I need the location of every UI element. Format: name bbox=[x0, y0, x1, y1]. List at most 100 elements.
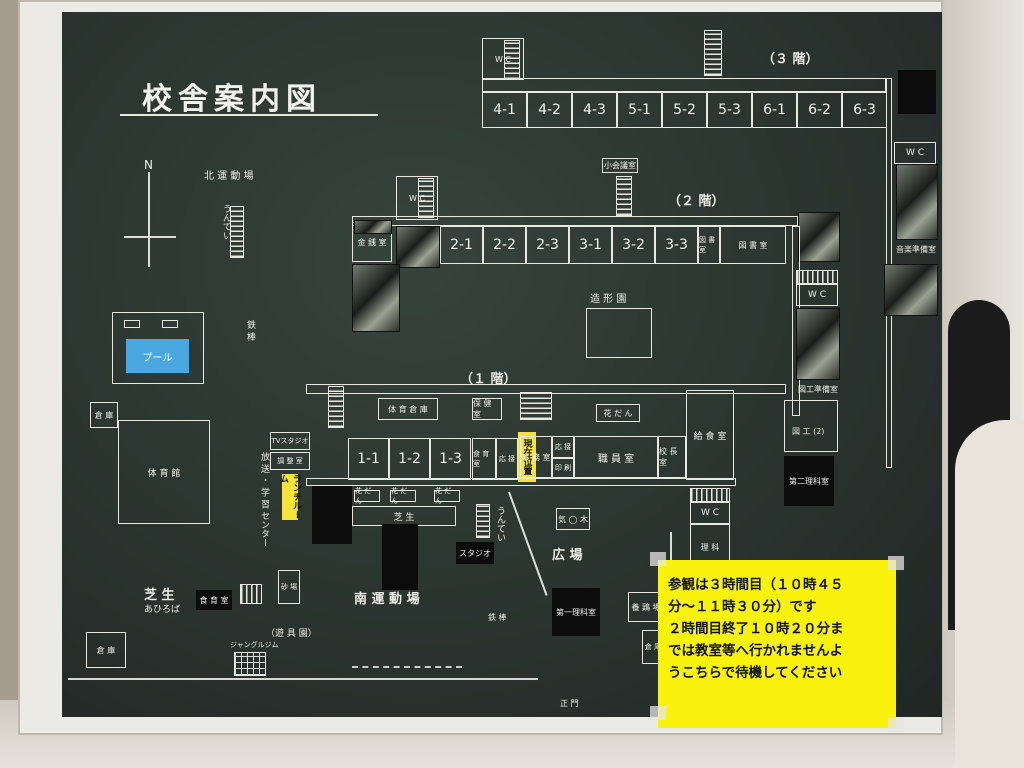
room-1f-right: 食 育 室 bbox=[472, 438, 496, 480]
chalkboard-map: 校舎案内図 N （３ 階） W C W C 音楽準備室 （２ 階） W C 小会… bbox=[62, 12, 942, 717]
wc-2f: W C bbox=[396, 176, 438, 220]
person-foreground bbox=[955, 420, 1024, 768]
wc-2f-east: W C bbox=[796, 284, 838, 306]
music-prep-label: 音楽準備室 bbox=[896, 245, 936, 254]
stairs-2f-east bbox=[796, 270, 838, 284]
print-room: 印 刷 bbox=[552, 458, 574, 478]
lawn-left-label: 芝 生 bbox=[144, 588, 175, 603]
iron-bar-south-label: 鉄 棒 bbox=[488, 613, 507, 622]
black-tag-1 bbox=[312, 486, 352, 544]
art-room-box bbox=[784, 400, 838, 452]
pool: プール bbox=[126, 339, 189, 373]
tape-top-left bbox=[650, 552, 666, 566]
staff-room: 職 員 室 bbox=[574, 436, 658, 478]
kitchen: 給 食 室 bbox=[686, 390, 734, 480]
photo-2f-5 bbox=[796, 308, 840, 380]
flowerbed-1: 花 だ ん bbox=[354, 487, 380, 505]
classroom-rooms2-3: 3-1 bbox=[569, 226, 612, 264]
monkey-bars-icon bbox=[230, 206, 244, 258]
notice-card: 参観は３時間目（１０時４５ 分～１１時３０分）です ２時間目終了１０時２０分ま … bbox=[658, 560, 896, 728]
classroom-rooms3-0: 4-1 bbox=[482, 92, 527, 128]
notice-line-5: うこちらで待機してください bbox=[668, 665, 843, 681]
stairs-1f-left bbox=[328, 386, 344, 428]
classroom-rooms3-8: 6-3 bbox=[842, 92, 887, 128]
stairs-1f-mid bbox=[520, 392, 552, 420]
classroom-rooms2-5: 3-3 bbox=[655, 226, 698, 264]
jungle-gym-icon bbox=[234, 652, 266, 676]
monkey-bars-label: うんてい bbox=[495, 506, 505, 542]
classroom-rooms2-1: 2-2 bbox=[483, 226, 526, 264]
room-1f-right2: 応 接 bbox=[496, 438, 518, 480]
current-position-marker[interactable]: 現在位置 bbox=[518, 432, 536, 482]
photo-east-1 bbox=[896, 164, 938, 240]
classroom-rooms3-4: 5-2 bbox=[662, 92, 707, 128]
photo-2f-4 bbox=[352, 264, 400, 332]
plaza-outline bbox=[508, 491, 548, 596]
black-tag-lawn: 食 育 室 bbox=[196, 590, 232, 610]
north-field-label: 北 運 動 場 bbox=[204, 171, 254, 182]
tape-bottom-left bbox=[650, 706, 666, 720]
plaza-label: 広 場 bbox=[552, 548, 583, 563]
art-prep-label: 図工準備室 bbox=[798, 385, 838, 394]
stairs-3f-mid bbox=[704, 30, 722, 76]
floor-3-label: （３ 階） bbox=[762, 52, 819, 67]
corridor-2f bbox=[352, 216, 798, 226]
bench-icon bbox=[240, 584, 262, 604]
pool-hut-1 bbox=[124, 320, 140, 328]
classroom-rooms2-2: 2-3 bbox=[526, 226, 569, 264]
art-room-label: 図 工 (2) bbox=[792, 427, 825, 436]
photo-2f-2 bbox=[396, 226, 440, 268]
tv-studio: TVスタジオ bbox=[270, 432, 310, 450]
compass-icon bbox=[148, 172, 150, 267]
tree-marker: 気 ◯ 木 bbox=[556, 508, 590, 530]
corridor-1f-lower bbox=[306, 478, 736, 486]
lawn-center: 芝 生 bbox=[352, 506, 456, 526]
storage-bottom-left: 倉 庫 bbox=[86, 632, 126, 668]
classroom-rooms3-7: 6-2 bbox=[797, 92, 842, 128]
tape-top-right bbox=[888, 556, 904, 570]
zoukei-garden-label: 造 形 園 bbox=[590, 294, 627, 305]
studio-tag: スタジオ bbox=[456, 542, 494, 564]
corridor-3f bbox=[482, 78, 886, 92]
wc-east-upper: W C bbox=[894, 142, 936, 164]
map-title: 校舎案内図 bbox=[142, 82, 322, 117]
photo-east-2 bbox=[884, 264, 938, 316]
classroom-rooms3-1: 4-2 bbox=[527, 92, 572, 128]
classroom-rooms3-5: 5-3 bbox=[707, 92, 752, 128]
title-underline bbox=[120, 114, 378, 116]
photo-2f-1 bbox=[354, 220, 392, 234]
whiteboard-frame: 校舎案内図 N （３ 階） W C W C 音楽準備室 （２ 階） W C 小会… bbox=[18, 0, 943, 735]
gym-storage: 体 育 倉 庫 bbox=[378, 398, 438, 420]
notice-line-1: 参観は３時間目（１０時４５ bbox=[668, 577, 844, 593]
jungle-gym-label: ジャングルジム bbox=[230, 641, 279, 649]
sandpit: 砂 場 bbox=[278, 570, 300, 604]
classroom-rooms3-6: 6-1 bbox=[752, 92, 797, 128]
stairs-1f-east bbox=[690, 488, 730, 502]
floor-2-label: （２ 階） bbox=[668, 194, 725, 209]
pool-area bbox=[112, 312, 204, 384]
wc-1f-east: W C bbox=[690, 502, 730, 524]
tape-bottom-right bbox=[888, 718, 904, 732]
notice-line-4: では教室等へ行かれませんよ bbox=[668, 643, 844, 659]
stairs-3f-left bbox=[504, 40, 520, 80]
classroom-rooms2-4: 3-2 bbox=[612, 226, 655, 264]
pool-hut-2 bbox=[162, 320, 178, 328]
main-gate-label: 正 門 bbox=[560, 699, 579, 708]
classroom-rooms2-0: 2-1 bbox=[440, 226, 483, 264]
south-field-label: 南 運 動 場 bbox=[354, 592, 420, 607]
classroom-rooms3-2: 4-3 bbox=[572, 92, 617, 128]
broadcast-center-label: 放 送 ・ 学 習 センター bbox=[259, 452, 269, 548]
unten-label: うんてい bbox=[221, 204, 231, 240]
compass-cross-icon bbox=[124, 236, 176, 238]
playground-label: （遊 具 園） bbox=[266, 629, 317, 639]
principal-room: 校 長 室 bbox=[658, 436, 686, 478]
black-tag-2 bbox=[382, 524, 418, 590]
control-room: 調 整 室 bbox=[270, 452, 310, 470]
reception: 応 接 bbox=[552, 436, 574, 458]
room-2f-library: 図 書 室 bbox=[720, 226, 786, 264]
field-boundary bbox=[68, 678, 538, 680]
classroom-rooms1-2: 1-3 bbox=[430, 438, 471, 480]
gymnasium: 体 育 館 bbox=[118, 420, 210, 524]
stairs-1f-south bbox=[476, 504, 490, 538]
wc-3f: W C bbox=[482, 38, 524, 80]
